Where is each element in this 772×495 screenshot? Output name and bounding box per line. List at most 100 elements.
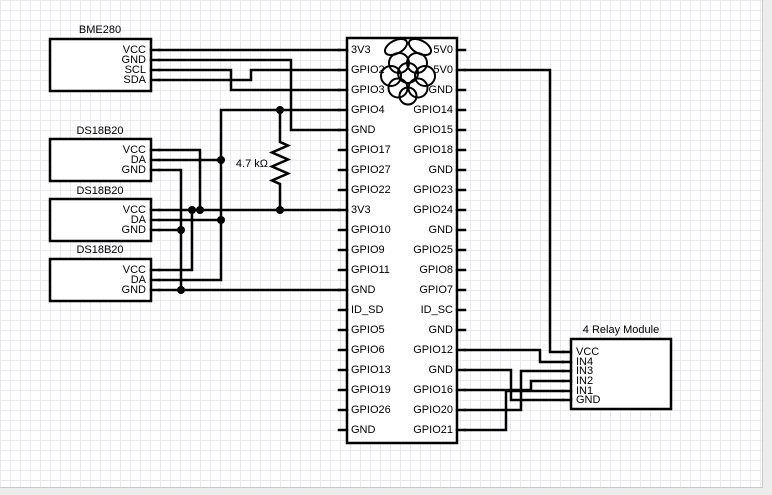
pi-pin-label-5v0-r2: 5V0 bbox=[433, 64, 453, 76]
pi-pin-label-gpio9-l11: GPIO9 bbox=[351, 244, 385, 256]
wire-gnd-to-relay-gnd[interactable] bbox=[463, 368, 565, 402]
resistor-4k7[interactable] bbox=[268, 108, 292, 212]
pi-pin-label-gnd-l5: GND bbox=[351, 124, 376, 136]
bme280-pin-label-scl: SCL bbox=[125, 64, 146, 76]
pi-pin-label-gpio20-r19: GPIO20 bbox=[413, 404, 453, 416]
pi-pin-label-gnd-r10: GND bbox=[429, 224, 454, 236]
pi-pin-label-gpio6-l16: GPIO6 bbox=[351, 344, 385, 356]
raspberry-pi-body[interactable] bbox=[345, 36, 459, 445]
ds18b20-3-pin-label-da: DA bbox=[131, 274, 147, 286]
wire-bme-sda-to-gpio2[interactable] bbox=[157, 68, 341, 82]
pi-pin-label-gpio8-r12: GPIO8 bbox=[419, 264, 453, 276]
relay-module-pin-label-in3: IN3 bbox=[576, 365, 593, 377]
junction-dot-0 bbox=[217, 156, 225, 164]
relay-module-pin-label-in2: IN2 bbox=[576, 375, 593, 387]
ds18b20-3-body[interactable] bbox=[48, 257, 153, 303]
pi-pin-label-gpio18-r6: GPIO18 bbox=[413, 144, 453, 156]
pi-pin-label-gpio24-r9: GPIO24 bbox=[413, 204, 453, 216]
junction-dot-6 bbox=[177, 226, 185, 234]
junction-dot-5 bbox=[276, 206, 284, 214]
ds18b20-3-pin-label-gnd: GND bbox=[122, 284, 147, 296]
ds18b20-3-title: DS18B20 bbox=[76, 244, 123, 256]
relay-module-pin-label-gnd: GND bbox=[576, 394, 601, 406]
ds18b20-2-pin-label-gnd: GND bbox=[122, 224, 147, 236]
ds18b20-1-pin-label-vcc: VCC bbox=[123, 144, 146, 156]
pi-pin-label-gpio17-l6: GPIO17 bbox=[351, 144, 391, 156]
wire-5v0-to-relay-vcc[interactable] bbox=[463, 68, 565, 354]
junction-dot-2 bbox=[196, 206, 204, 214]
wire-ds-gnd-chain[interactable] bbox=[157, 168, 183, 292]
pi-pin-label-gpio2-l2: GPIO2 bbox=[351, 64, 385, 76]
wire-gpio21-to-in1[interactable] bbox=[463, 389, 565, 432]
relay-module-title: 4 Relay Module bbox=[583, 324, 659, 336]
resistor-label: 4.7 kΩ bbox=[236, 158, 268, 170]
pi-pin-label-gpio22-l8: GPIO22 bbox=[351, 184, 391, 196]
pi-pin-label-gpio13-l17: GPIO13 bbox=[351, 364, 391, 376]
bme280-pin-label-sda: SDA bbox=[123, 74, 146, 86]
relay-module-pin-label-vcc: VCC bbox=[576, 346, 599, 358]
pi-pin-label-3v3-l1: 3V3 bbox=[351, 44, 371, 56]
pi-pin-label-gpio15-r5: GPIO15 bbox=[413, 124, 453, 136]
pi-pin-label-gpio11-l12: GPIO11 bbox=[351, 264, 390, 276]
junction-dot-3 bbox=[188, 206, 196, 214]
pi-pin-label-gpio10-l10: GPIO10 bbox=[351, 224, 391, 236]
wire-bme-gnd-to-gnd[interactable] bbox=[157, 58, 341, 132]
component-raspberry-pi[interactable]: 3V3GPIO2GPIO3GPIO4GNDGPIO17GPIO27GPIO223… bbox=[337, 36, 467, 445]
wire-gpio12-to-in4[interactable] bbox=[463, 348, 565, 364]
wire-ds3-vcc-join[interactable] bbox=[157, 208, 194, 272]
junction-dot-1 bbox=[217, 216, 225, 224]
relay-module-pin-label-in4: IN4 bbox=[576, 356, 593, 368]
junction-dot-7 bbox=[177, 286, 185, 294]
pi-pin-label-gpio16-r18: GPIO16 bbox=[413, 384, 453, 396]
pi-pin-label-gnd-r3: GND bbox=[429, 84, 454, 96]
relay-module-body[interactable] bbox=[569, 337, 673, 411]
pi-pin-label-gpio26-l19: GPIO26 bbox=[351, 404, 391, 416]
pi-pin-label-id_sc-r14: ID_SC bbox=[421, 304, 453, 316]
ds18b20-2-pin-label-da: DA bbox=[131, 214, 147, 226]
relay-module-pin-label-in1: IN1 bbox=[576, 385, 593, 397]
pi-pin-label-gnd-l20: GND bbox=[351, 424, 376, 436]
pi-pin-label-3v3-l9: 3V3 bbox=[351, 204, 371, 216]
raspberry-pi-logo-icon bbox=[380, 37, 436, 106]
wire-gpio4-onewire-bus[interactable] bbox=[157, 108, 341, 282]
pi-pin-label-gpio14-r4: GPIO14 bbox=[413, 104, 453, 116]
ds18b20-3-pin-label-vcc: VCC bbox=[123, 264, 146, 276]
wire-gpio16-to-in2[interactable] bbox=[463, 379, 565, 392]
ds18b20-1-pin-label-da: DA bbox=[131, 154, 147, 166]
pi-pin-label-gnd-r17: GND bbox=[429, 364, 454, 376]
junction-dot-4 bbox=[276, 106, 284, 114]
pi-pin-label-gpio12-r16: GPIO12 bbox=[413, 344, 453, 356]
pi-pin-label-gpio27-l7: GPIO27 bbox=[351, 164, 391, 176]
ds18b20-2-title: DS18B20 bbox=[76, 185, 123, 197]
bme280-pin-label-vcc: VCC bbox=[123, 44, 146, 56]
pi-pin-label-gpio25-r11: GPIO25 bbox=[413, 244, 453, 256]
pi-pin-label-gpio7-r13: GPIO7 bbox=[419, 284, 453, 296]
pi-pin-label-gpio5-l15: GPIO5 bbox=[351, 324, 385, 336]
ds18b20-1-title: DS18B20 bbox=[76, 125, 123, 137]
bme280-pin-label-gnd: GND bbox=[122, 54, 147, 66]
pi-pin-label-gnd-r15: GND bbox=[429, 324, 454, 336]
pi-pin-label-gpio21-r20: GPIO21 bbox=[413, 424, 453, 436]
bme280-title: BME280 bbox=[79, 24, 121, 36]
pi-pin-label-gnd-l13: GND bbox=[351, 284, 376, 296]
wire-ds1-vcc-join[interactable] bbox=[157, 148, 202, 212]
ds18b20-2-body[interactable] bbox=[48, 197, 153, 243]
ds18b20-2-pin-label-vcc: VCC bbox=[123, 204, 146, 216]
pi-pin-label-5v0-r1: 5V0 bbox=[433, 44, 453, 56]
ds18b20-1-body[interactable] bbox=[48, 137, 153, 183]
pi-pin-label-id_sd-l14: ID_SD bbox=[351, 304, 383, 316]
pi-pin-label-gnd-r7: GND bbox=[429, 164, 454, 176]
pi-pin-label-gpio3-l3: GPIO3 bbox=[351, 84, 385, 96]
bme280-body[interactable] bbox=[48, 37, 153, 93]
pi-pin-label-gpio19-l18: GPIO19 bbox=[351, 384, 391, 396]
pi-pin-label-gpio23-r8: GPIO23 bbox=[413, 184, 453, 196]
pi-pin-label-gpio4-l4: GPIO4 bbox=[351, 104, 385, 116]
